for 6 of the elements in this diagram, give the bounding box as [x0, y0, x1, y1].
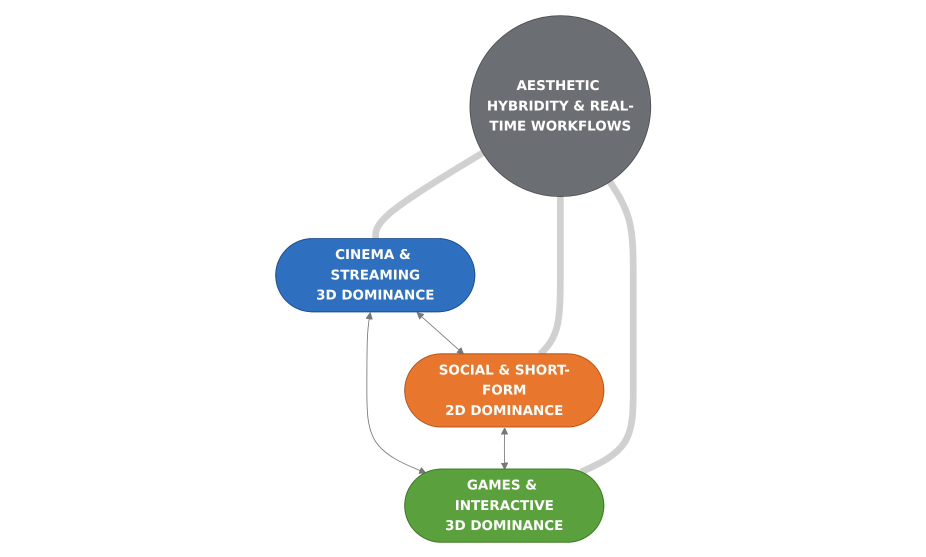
arrow	[416, 312, 464, 354]
connector	[579, 179, 636, 475]
connector	[372, 149, 484, 239]
arrow	[365, 312, 426, 474]
node-circle: AESTHETIC HYBRIDITY & REAL-TIME WORKFLOWS	[469, 14, 651, 196]
arrow	[500, 426, 508, 470]
